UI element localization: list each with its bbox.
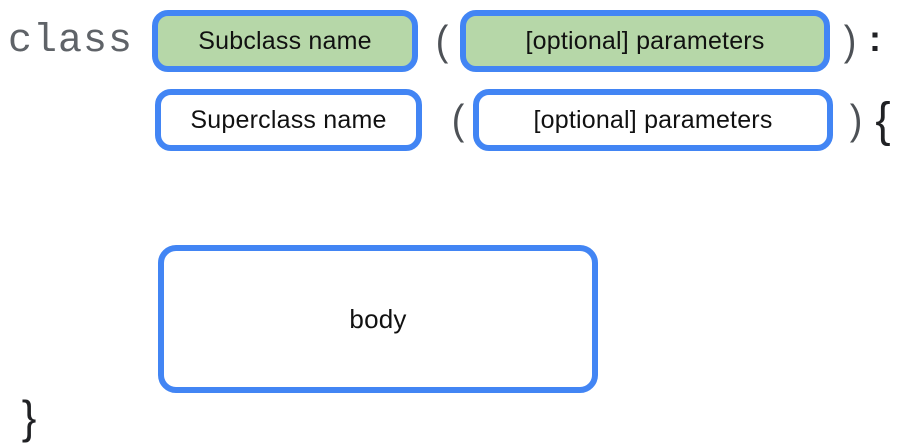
line2-open-paren: ( bbox=[451, 96, 465, 143]
superclass-name-box: Superclass name bbox=[155, 89, 422, 151]
superclass-name-label: Superclass name bbox=[190, 105, 387, 134]
body-label: body bbox=[349, 303, 407, 334]
subclass-parameters-box: [optional] parameters bbox=[460, 10, 830, 72]
close-brace: } bbox=[21, 391, 37, 443]
subclass-parameters-label: [optional] parameters bbox=[525, 26, 765, 55]
class-keyword: class bbox=[8, 18, 134, 64]
line1-colon: : bbox=[869, 18, 881, 59]
superclass-parameters-box: [optional] parameters bbox=[473, 89, 833, 151]
line2-open-brace: { bbox=[875, 93, 891, 147]
line1-close-paren: ) bbox=[843, 17, 857, 64]
line2-close-paren: ) bbox=[849, 96, 863, 143]
line1-open-paren: ( bbox=[435, 17, 449, 64]
subclass-name-box: Subclass name bbox=[152, 10, 418, 72]
body-box: body bbox=[158, 245, 598, 393]
superclass-parameters-label: [optional] parameters bbox=[533, 105, 773, 134]
subclass-name-label: Subclass name bbox=[198, 26, 372, 55]
